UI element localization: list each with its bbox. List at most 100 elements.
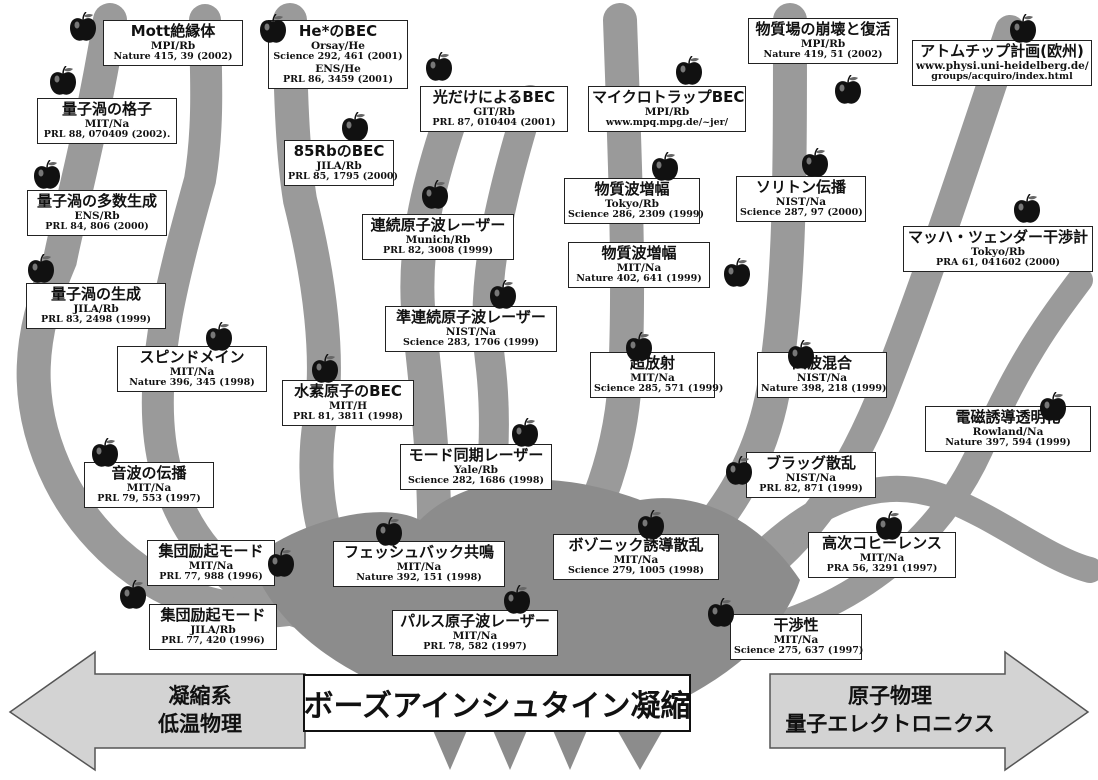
center-title: ボーズアインシュタイン凝縮 <box>303 674 691 732</box>
node-feshbach: フェッシュバック共鳴 MIT/Na Nature 392, 151 (1998) <box>333 541 505 588</box>
apple-icon <box>68 11 98 44</box>
node-ref: www.mpq.mpg.de/~jer/ <box>605 117 729 129</box>
node-title: 85RbのBEC <box>293 142 385 160</box>
left-arrow-line1: 凝縮系 <box>168 684 232 708</box>
node-group: JILA/Rb <box>190 624 236 637</box>
node-title: ソリトン伝播 <box>755 178 846 196</box>
node-title: 干渉性 <box>773 616 819 634</box>
node-hydrogen: 水素原子のBEC MIT/H PRL 81, 3811 (1998) <box>282 380 414 427</box>
node-group: Orsay/He <box>311 40 365 53</box>
node-ref: PRL 87, 010404 (2001) <box>432 117 556 129</box>
node-group: www.physi.uni-heidelberg.de/ <box>916 60 1089 73</box>
node-amp-mit: 物質波増幅 MIT/Na Nature 402, 641 (1999) <box>568 242 710 289</box>
node-soliton: ソリトン伝播 NIST/Na Science 287, 97 (2000) <box>736 176 866 223</box>
node-sound: 音波の伝播 MIT/Na PRL 79, 553 (1997) <box>84 462 214 509</box>
node-group: MIT/Na <box>126 482 172 495</box>
node-title: 電磁誘導透明化 <box>955 408 1061 426</box>
node-title: He*のBEC <box>298 22 378 40</box>
node-ref: PRL 84, 806 (2000) <box>45 221 149 233</box>
apple-icon <box>424 51 454 84</box>
node-group: MIT/Na <box>188 560 234 573</box>
apple-icon <box>800 147 830 180</box>
branch-left-1 <box>16 3 347 628</box>
node-group: MIT/Na <box>396 561 442 574</box>
node-group: Tokyo/Rb <box>605 198 659 211</box>
apple-icon <box>722 257 752 290</box>
node-ref: PRL 82, 3008 (1999) <box>382 245 494 257</box>
node-title: スピンドメイン <box>139 348 245 366</box>
node-title: 四波混合 <box>791 354 852 372</box>
node-microtrap: マイクロトラップBEC MPI/Rb www.mpq.mpg.de/~jer/ <box>588 86 746 133</box>
node-atomchip: アトムチップ計画(欧州) www.physi.uni-heidelberg.de… <box>912 40 1092 87</box>
node-spin: スピンドメイン MIT/Na Nature 396, 345 (1998) <box>117 346 267 393</box>
node-title: モード同期レーザー <box>408 446 544 464</box>
node-ref: Nature 415, 39 (2002) <box>113 51 233 63</box>
apple-icon <box>1012 193 1042 226</box>
node-group-2: ENS/He <box>315 63 361 76</box>
node-ref: Science 279, 1005 (1998) <box>568 565 704 577</box>
node-title: 集団励起モード <box>158 542 264 560</box>
node-title: 物質場の崩壊と復活 <box>755 20 891 38</box>
apple-icon <box>724 455 754 488</box>
left-arrow-line2: 低温物理 <box>158 712 242 737</box>
node-title: 物質波増幅 <box>594 180 670 198</box>
node-title: Mott絶縁体 <box>130 22 216 40</box>
apple-icon <box>510 417 540 450</box>
node-title: フェッシュバック共鳴 <box>343 543 494 561</box>
right-arrow-line1: 原子物理 <box>848 684 932 708</box>
branch-left-3 <box>273 3 377 617</box>
apple-icon <box>624 331 654 364</box>
node-coherence: 高次コヒーレンス MIT/Na PRA 56, 3291 (1997) <box>808 532 956 579</box>
node-ref: Nature 392, 151 (1998) <box>356 572 482 584</box>
node-group: MIT/Na <box>630 372 675 385</box>
node-collapse: 物質場の崩壊と復活 MPI/Rb Nature 419, 51 (2002) <box>748 18 898 65</box>
node-title: ボゾニック誘導散乱 <box>568 536 704 554</box>
node-fourwave: 四波混合 NIST/Na Nature 398, 218 (1999) <box>757 352 887 399</box>
node-ref: PRL 82, 871 (1999) <box>759 483 863 495</box>
node-ref-2: PRL 86, 3459 (2001) <box>282 74 394 86</box>
node-group: Tokyo/Rb <box>971 246 1025 259</box>
node-group: JILA/Rb <box>73 303 119 316</box>
node-vortex-gen: 量子渦の生成 JILA/Rb PRL 83, 2498 (1999) <box>26 283 166 330</box>
node-ref: Nature 402, 641 (1999) <box>576 273 702 285</box>
node-ref: Nature 398, 218 (1999) <box>761 383 887 395</box>
node-group: MPI/Rb <box>644 106 690 119</box>
node-group: MIT/H <box>328 400 368 413</box>
node-ref: PRL 85, 1795 (2000) <box>288 171 399 183</box>
node-title: マイクロトラップBEC <box>592 88 745 106</box>
apple-icon <box>1038 391 1068 424</box>
apple-icon <box>674 55 704 88</box>
apple-icon <box>118 579 148 612</box>
node-title: 量子渦の格子 <box>61 100 152 118</box>
node-group: Yale/Rb <box>453 464 499 477</box>
node-ref: PRL 88, 070409 (2002). <box>43 129 171 141</box>
node-bragg: ブラッグ散乱 NIST/Na PRL 82, 871 (1999) <box>746 452 876 499</box>
apple-icon <box>636 509 666 542</box>
apple-icon <box>258 13 288 46</box>
node-group: GIT/Rb <box>473 106 515 119</box>
node-group: MIT/Na <box>452 630 498 643</box>
node-cw-laser: 連続原子波レーザー Munich/Rb PRL 82, 3008 (1999) <box>362 214 514 261</box>
node-quasi-cw: 準連続原子波レーザー NIST/Na Science 283, 1706 (19… <box>385 306 557 353</box>
node-amp-tokyo: 物質波増幅 Tokyo/Rb Science 286, 2309 (1999) <box>564 178 704 225</box>
apple-icon <box>32 159 62 192</box>
node-ref: Science 282, 1686 (1998) <box>408 475 544 487</box>
right-arrow-line2: 量子エレクトロニクス <box>785 712 995 737</box>
apple-icon <box>420 179 450 212</box>
node-title: 量子渦の生成 <box>50 285 141 303</box>
branch-right-4 <box>707 475 1098 613</box>
apple-icon <box>90 437 120 470</box>
node-ref: PRL 79, 553 (1997) <box>97 493 201 505</box>
node-title: 高次コヒーレンス <box>822 534 942 552</box>
apple-icon <box>706 597 736 630</box>
node-ref: PRL 77, 988 (1996) <box>159 571 263 583</box>
node-group: MIT/Na <box>84 118 130 131</box>
left-arrow-label: 凝縮系 低温物理 <box>105 682 295 739</box>
node-ref: Science 285, 571 (1999) <box>594 383 724 395</box>
right-arrow <box>769 650 1090 772</box>
node-group: MIT/Na <box>773 634 819 647</box>
apple-icon <box>266 547 296 580</box>
node-bosonic: ボゾニック誘導散乱 MIT/Na Science 279, 1005 (1998… <box>553 534 719 581</box>
node-group: MIT/Na <box>169 366 215 379</box>
node-light-bec: 光だけによるBEC GIT/Rb PRL 87, 010404 (2001) <box>420 86 568 133</box>
